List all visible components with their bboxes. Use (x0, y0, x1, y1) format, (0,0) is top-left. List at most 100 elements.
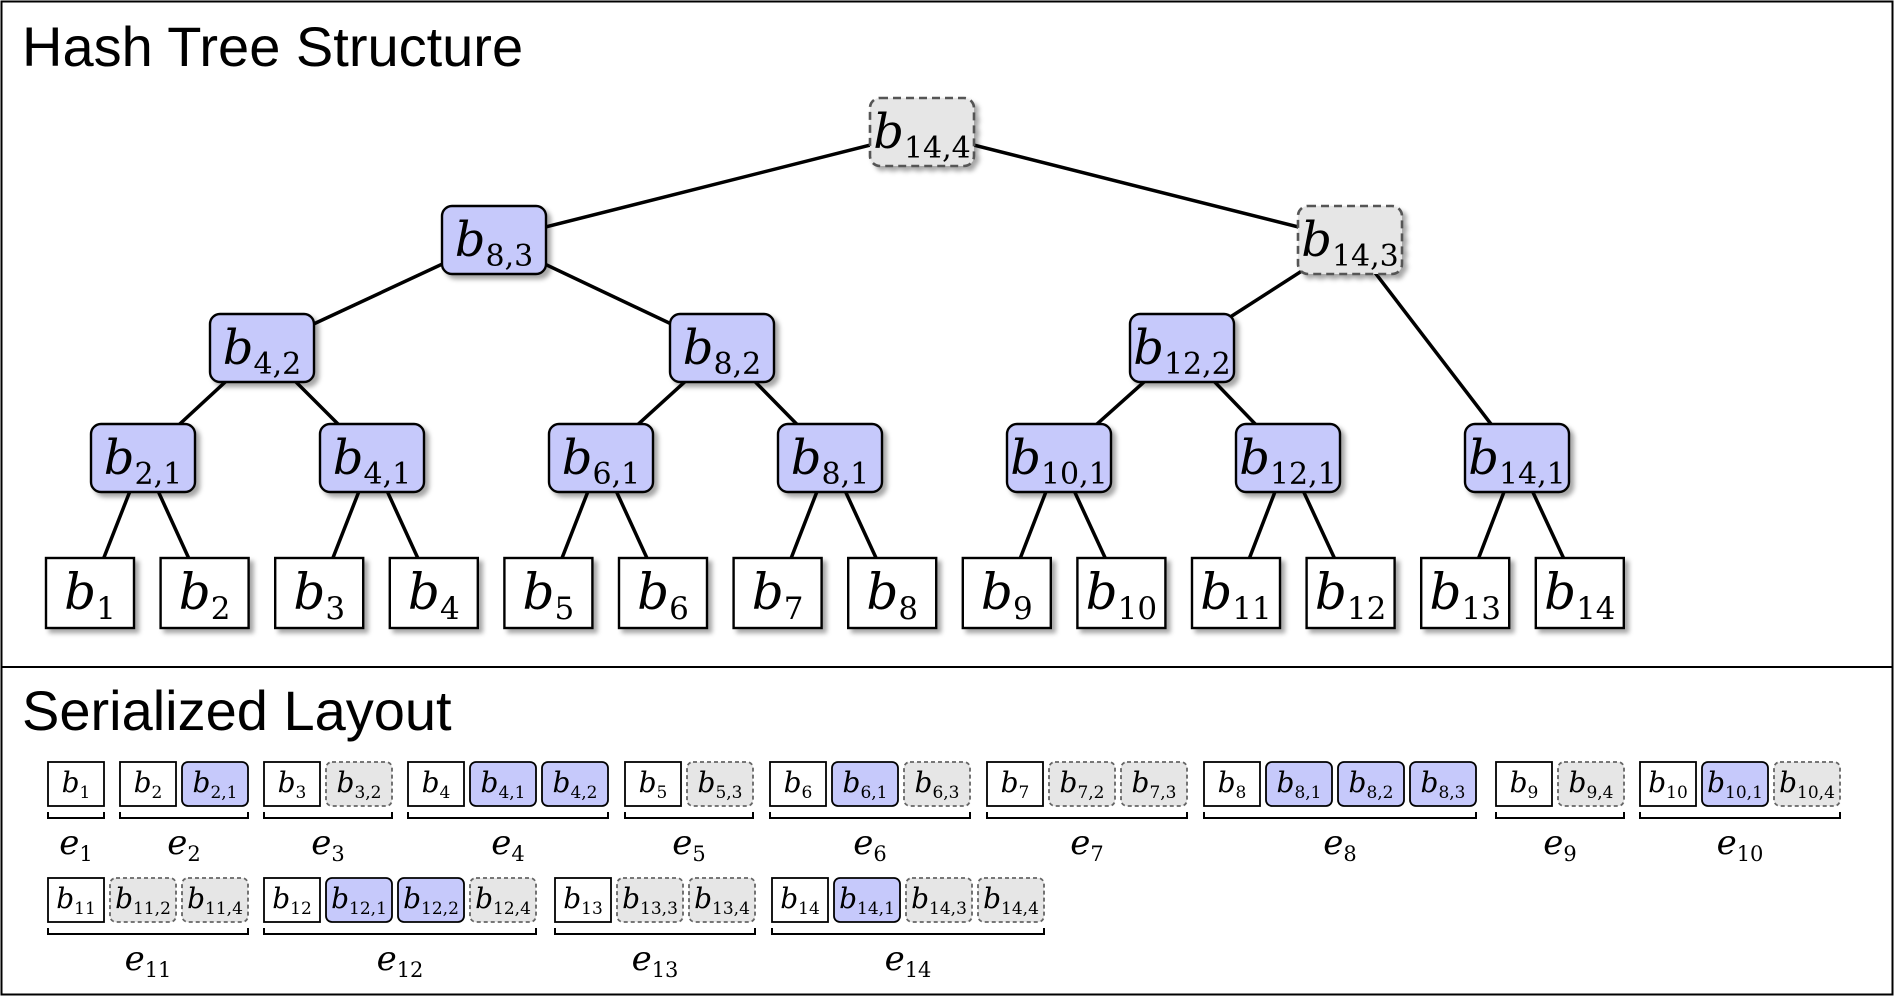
layout-cell-box (554, 877, 612, 923)
layout-cell-box (263, 877, 321, 923)
layout-cell-box (1701, 761, 1769, 807)
layout-group-label: e8 (1323, 823, 1357, 866)
layout-cell-label: b7,3 (1132, 766, 1177, 803)
layout-cell-label: b2 (134, 766, 163, 803)
layout-cell-box (771, 877, 829, 923)
layout-cell-box (541, 761, 609, 807)
layout-group-brace (47, 812, 105, 819)
layout-group-label: e5 (672, 823, 706, 866)
layout-cell-b3_2: b3,2 (325, 761, 393, 807)
tree-node-box (44, 556, 136, 630)
layout-group-label: e13 (632, 939, 679, 982)
tree-node-label: b1 (64, 563, 116, 627)
layout-cell-b4: b4 (407, 761, 465, 807)
layout-group-label: e14 (885, 939, 932, 982)
layout-cell-box (1048, 761, 1116, 807)
tree-node-label: b5 (523, 563, 575, 627)
tree-node-label: b14,4 (873, 104, 971, 166)
tree-node-box (1005, 422, 1113, 494)
layout-cell-b4_1: b4,1 (469, 761, 537, 807)
tree-node-box (159, 556, 250, 630)
tree-node-label: b8,1 (791, 430, 869, 492)
layout-cell-b8_3: b8,3 (1409, 761, 1477, 807)
tree-node-label: b8 (866, 563, 918, 627)
tree-node-label: b12,2 (1133, 320, 1231, 382)
tree-node-label: b4,2 (223, 320, 301, 382)
layout-cell-label: b14 (780, 882, 820, 919)
tree-node-b4_2: b4,2 (208, 312, 316, 384)
layout-cell-label: b10,4 (1779, 766, 1835, 803)
layout-cell-box (1639, 761, 1697, 807)
layout-cell-b12: b12 (263, 877, 321, 923)
layout-cell-box (905, 877, 973, 923)
tree-node-box (617, 556, 709, 630)
tree-node-box (388, 556, 479, 630)
tree-node-b8_1: b8,1 (776, 422, 884, 494)
layout-cell-label: b12,4 (475, 882, 531, 919)
layout-cell-b14: b14 (771, 877, 829, 923)
layout-cell-box (831, 761, 899, 807)
layout-cell-box (833, 877, 901, 923)
tree-node-box (89, 422, 197, 494)
layout-cell-b13_4: b13,4 (688, 877, 756, 923)
tree-node-b5: b5 (503, 556, 594, 630)
tree-node-label: b2 (179, 563, 231, 627)
layout-cell-label: b3,2 (337, 766, 382, 803)
layout-cell-label: b5 (639, 766, 668, 803)
layout-cell-label: b3 (278, 766, 307, 803)
layout-group-label: e11 (125, 939, 172, 982)
tree-node-label: b4,1 (333, 430, 411, 492)
layout-cell-label: b6 (784, 766, 813, 803)
tree-node-b14_4: b14,4 (868, 96, 976, 168)
tree-node-b13: b13 (1419, 556, 1511, 630)
layout-cell-box (1265, 761, 1333, 807)
layout-group-label: e12 (377, 939, 424, 982)
layout-cell-box (109, 877, 177, 923)
tree-node-label: b4 (408, 563, 460, 627)
layout-cell-b11: b11 (47, 877, 105, 923)
layout-cell-box (977, 877, 1045, 923)
tree-section-title: Hash Tree Structure (22, 15, 523, 78)
layout-cell-label: b14,1 (839, 882, 895, 919)
tree-node-box (1419, 556, 1511, 630)
layout-cell-label: b4,1 (481, 766, 526, 803)
layout-cell-label: b8 (1218, 766, 1247, 803)
tree-node-label: b9 (981, 563, 1033, 627)
tree-node-b14: b14 (1534, 556, 1626, 630)
layout-cell-b2: b2 (119, 761, 177, 807)
tree-node-b6_1: b6,1 (547, 422, 655, 494)
tree-node-b14_1: b14,1 (1463, 422, 1571, 494)
layout-cell-b9: b9 (1495, 761, 1553, 807)
layout-group-brace (1639, 812, 1841, 819)
layout-cell-box (397, 877, 465, 923)
tree-node-label: b3 (293, 563, 345, 627)
layout-cell-box (1203, 761, 1261, 807)
layout-cell-box (903, 761, 971, 807)
layout-cell-b6_3: b6,3 (903, 761, 971, 807)
tree-node-box (1296, 204, 1404, 276)
layout-cell-b1: b1 (47, 761, 105, 807)
tree-node-label: b11 (1200, 563, 1271, 627)
tree-node-label: b8,3 (455, 212, 533, 274)
tree-node-b10: b10 (1076, 556, 1167, 630)
tree-node-box (1234, 422, 1342, 494)
layout-cell-label: b13,4 (694, 882, 750, 919)
layout-cell-box (1557, 761, 1625, 807)
tree-node-box (868, 96, 976, 168)
layout-cell-label: b9 (1510, 766, 1539, 803)
layout-cell-label: b8,2 (1349, 766, 1394, 803)
layout-cell-box (469, 761, 537, 807)
layout-cell-label: b6,3 (915, 766, 960, 803)
layout-cell-b3: b3 (263, 761, 321, 807)
layout-cell-b13_3: b13,3 (616, 877, 684, 923)
tree-node-label: b14 (1544, 563, 1615, 627)
layout-cell-box (769, 761, 827, 807)
layout-group-brace (47, 928, 249, 935)
tree-node-b7: b7 (732, 556, 823, 630)
